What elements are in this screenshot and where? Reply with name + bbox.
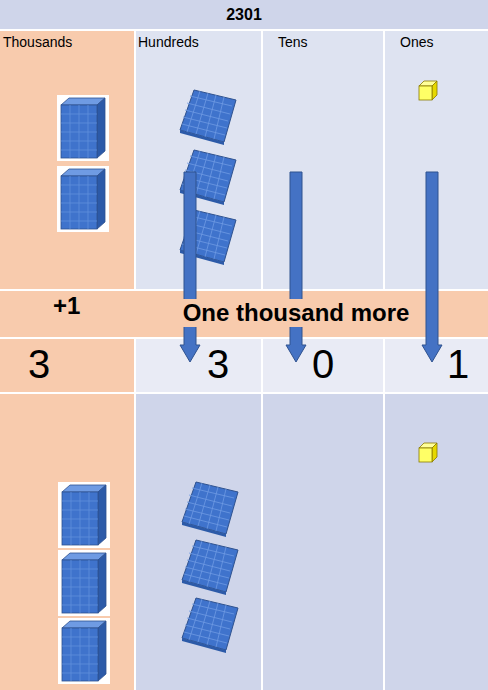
- column-header: Tens: [278, 34, 308, 51]
- column-label: Ones: [400, 34, 433, 51]
- digit-cell: 3: [207, 344, 229, 384]
- digit: 3: [207, 344, 229, 384]
- digit-cell: 3: [28, 344, 50, 384]
- column-header: Hundreds: [138, 34, 199, 51]
- chart-title: 2301: [0, 5, 488, 25]
- down-arrow: [286, 172, 306, 362]
- digit: 0: [312, 344, 334, 384]
- down-arrow: [180, 172, 200, 362]
- thousand-cube: [57, 95, 109, 161]
- thousand-cube: [58, 482, 110, 548]
- column-header: Thousands: [3, 34, 72, 51]
- hundred-flat: [182, 482, 238, 537]
- digit-cell: 1: [447, 344, 469, 384]
- digit: 1: [447, 344, 469, 384]
- digit: 3: [28, 344, 50, 384]
- thousand-cube: [58, 550, 110, 616]
- operation-band: +1 One thousand more: [0, 290, 488, 338]
- thousand-cube: [57, 166, 109, 232]
- band-label: One thousand more: [180, 299, 413, 327]
- column-label: Hundreds: [138, 34, 199, 51]
- one-cube: [419, 443, 437, 462]
- cell-borders: [0, 30, 488, 690]
- band-label: +1: [50, 292, 83, 320]
- hundred-flat: [180, 90, 236, 145]
- thousand-cube: [58, 618, 110, 684]
- hundred-flat: [182, 540, 238, 595]
- hundred-flat: [182, 598, 238, 653]
- header-band: [0, 0, 488, 30]
- column-label: Thousands: [3, 34, 72, 51]
- column-label: Tens: [278, 34, 308, 51]
- operation-band-ground: [0, 290, 488, 338]
- one-cube: [419, 81, 437, 100]
- thousands-column: [0, 30, 135, 690]
- column-header: Ones: [400, 34, 433, 51]
- digit-cell: 0: [312, 344, 334, 384]
- down-arrow: [422, 172, 442, 362]
- lower-cells: [135, 393, 488, 690]
